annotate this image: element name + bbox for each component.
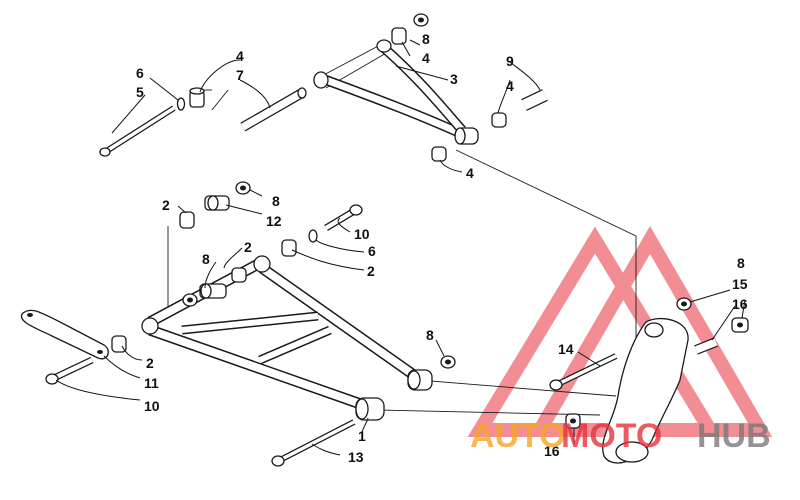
callout-8: 8: [272, 193, 280, 209]
callout-6: 6: [368, 243, 376, 259]
nut: [235, 181, 251, 195]
upper-a-arm: [313, 39, 479, 145]
nut: [413, 13, 429, 27]
nut: [182, 293, 198, 307]
stabilizer-link: [20, 309, 109, 360]
bushing: [565, 413, 581, 429]
sleeve: [521, 89, 548, 111]
callout-4: 4: [466, 165, 474, 181]
callout-4: 4: [506, 78, 514, 94]
bushing: [111, 335, 127, 353]
callout-leaders: [55, 39, 746, 456]
bolt: [45, 356, 94, 385]
callout-16: 16: [732, 296, 748, 312]
watermark-hub: HUB: [697, 417, 771, 455]
pin: [694, 337, 718, 355]
bushing: [231, 267, 247, 283]
callout-8: 8: [426, 327, 434, 343]
bushing: [189, 87, 205, 108]
bushing: [731, 317, 749, 333]
callout-5: 5: [136, 84, 144, 100]
callout-14: 14: [558, 341, 574, 357]
callout-2: 2: [244, 239, 252, 255]
callout-9: 9: [506, 53, 514, 69]
callout-2: 2: [162, 197, 170, 213]
pivot-bolt: [199, 283, 227, 299]
callout-8: 8: [737, 255, 745, 271]
callout-labels: 1 2 2 2 2 3 4 4 4 4 5 6 6 7 8 8 8 8 8 9 …: [136, 31, 748, 465]
callout-1: 1: [358, 428, 366, 444]
watermark-moto: MOTO: [561, 417, 662, 455]
bushing: [491, 112, 507, 128]
callout-7: 7: [236, 67, 244, 83]
callout-15: 15: [732, 276, 748, 292]
upper-a-arm-assembly: [99, 13, 548, 162]
callout-10: 10: [144, 398, 160, 414]
lower-a-arm-assembly: [20, 181, 456, 467]
callout-11: 11: [144, 375, 159, 391]
watermark-auto: AUTO: [470, 417, 566, 455]
spindle-assembly: [549, 297, 749, 464]
callout-13: 13: [348, 449, 364, 465]
callout-4: 4: [236, 48, 244, 64]
callout-3: 3: [450, 71, 458, 87]
callout-2: 2: [146, 355, 154, 371]
washer: [176, 97, 186, 111]
callout-2: 2: [367, 263, 375, 279]
bushing: [281, 239, 297, 257]
bolt: [324, 204, 363, 232]
pivot-bolt: [204, 195, 230, 211]
callout-16: 16: [544, 443, 560, 459]
callout-4: 4: [422, 50, 430, 66]
long-bolt: [271, 419, 356, 467]
watermark-text: AUTO MOTO HUB: [470, 417, 771, 455]
callout-8: 8: [422, 31, 430, 47]
sleeve: [240, 87, 307, 132]
assembly-lines: [167, 89, 637, 416]
lower-a-arm: [141, 255, 433, 421]
upper-bolt: [99, 105, 176, 157]
bushing: [391, 27, 407, 45]
callout-12: 12: [266, 213, 282, 229]
nut: [440, 355, 456, 369]
nut: [676, 297, 692, 311]
callout-10: 10: [354, 226, 370, 242]
washer: [308, 229, 318, 243]
callout-6: 6: [136, 65, 144, 81]
bushing: [179, 211, 195, 229]
bolt: [549, 353, 618, 391]
callout-8: 8: [202, 251, 210, 267]
bushing: [431, 146, 447, 162]
